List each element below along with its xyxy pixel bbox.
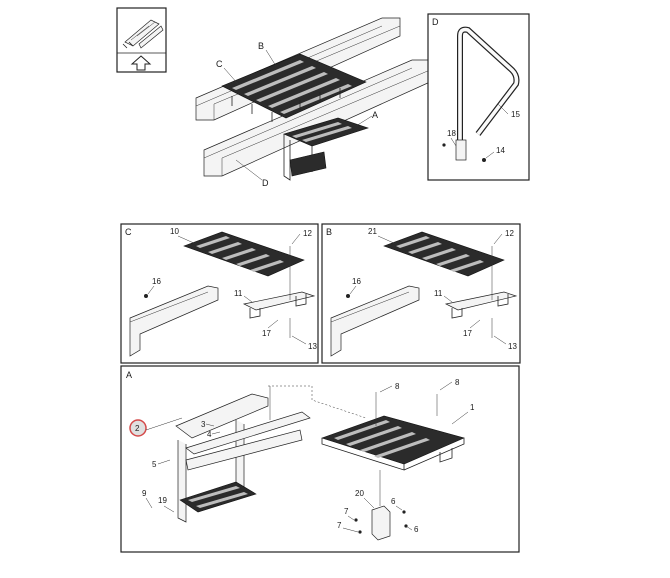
- part-16-b: 16: [352, 277, 361, 286]
- part-5: 5: [152, 460, 157, 469]
- part-13-b: 13: [508, 342, 517, 351]
- panel-c-title: C: [125, 227, 132, 237]
- panel-a: A: [120, 365, 520, 553]
- part-15: 15: [511, 110, 520, 119]
- part-20: 20: [355, 489, 364, 498]
- part-11: 11: [234, 289, 243, 298]
- part-21: 21: [368, 227, 377, 236]
- highlight-ring: [129, 419, 147, 437]
- callout-d: D: [262, 178, 269, 188]
- part-4: 4: [207, 430, 212, 439]
- panel-b: B 21 12 16 11 17 13: [321, 223, 521, 364]
- panel-b-title: B: [326, 227, 332, 237]
- part-6-top: 6: [391, 497, 396, 506]
- callout-a: A: [372, 110, 378, 120]
- part-8-right: 8: [455, 378, 460, 387]
- part-7-top: 7: [344, 507, 349, 516]
- orientation-icon: [116, 7, 167, 73]
- part-7-bottom: 7: [337, 521, 342, 530]
- main-assembly-view: B C A D: [195, 17, 431, 188]
- part-9: 9: [142, 489, 147, 498]
- part-6-bottom: 6: [414, 525, 419, 534]
- part-18: 18: [447, 129, 456, 138]
- part-14: 14: [496, 146, 505, 155]
- part-2: 2: [135, 424, 140, 433]
- part-16: 16: [152, 277, 161, 286]
- panel-d-title: D: [432, 17, 439, 27]
- part-19: 19: [158, 496, 167, 505]
- part-8-left: 8: [395, 382, 400, 391]
- part-17: 17: [262, 329, 271, 338]
- panel-d: D 15 18 14: [427, 13, 530, 181]
- callout-c: C: [216, 59, 223, 69]
- part-12-b: 12: [505, 229, 514, 238]
- callout-b: B: [258, 41, 264, 51]
- part-17-b: 17: [463, 329, 472, 338]
- panel-a-title: A: [126, 370, 132, 380]
- part-3: 3: [201, 420, 206, 429]
- part-10: 10: [170, 227, 179, 236]
- part-12: 12: [303, 229, 312, 238]
- part-11-b: 11: [434, 289, 443, 298]
- panel-c: C 10 12 16 11 17 13: [120, 223, 319, 364]
- forward-arrow-icon: [130, 55, 152, 71]
- part-13: 13: [308, 342, 317, 351]
- part-1: 1: [470, 403, 475, 412]
